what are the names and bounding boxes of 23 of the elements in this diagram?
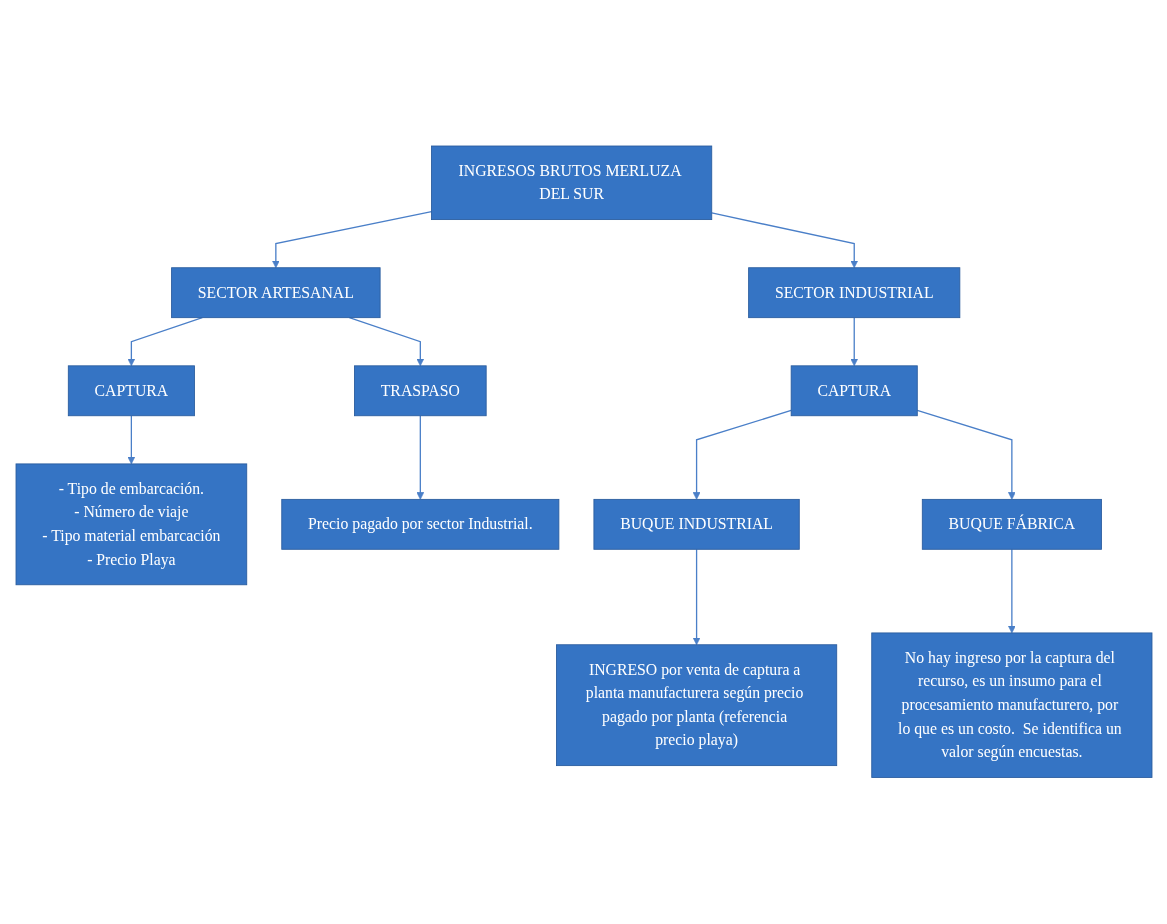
arrow <box>692 548 700 646</box>
node-box: CAPTURA <box>790 365 918 417</box>
node-box: INGRESOS BRUTOS MERLUZA DEL SUR <box>430 145 712 221</box>
arrow <box>849 317 858 367</box>
node-box: BUQUE FÁBRICA <box>921 499 1102 551</box>
node-box: INGRESO por venta de captura a planta manufacturera según precio pagado por planta (referencia precio playa) <box>555 644 837 767</box>
node-box: SECTOR INDUSTRIAL <box>747 267 960 319</box>
arrow <box>415 415 424 500</box>
node-box: - Tipo de embarcación. - Número de viaje - Tipo material embarcación - Precio Playa <box>15 463 247 586</box>
node-box: No hay ingreso por la captura del recurso, es un insumo para el procesamiento manufacturero, por lo que es un costo. Se identifica un valor según encuestas. <box>870 632 1152 779</box>
arrow <box>710 212 858 269</box>
arrow <box>127 317 203 367</box>
arrow <box>127 415 135 465</box>
node-box: Precio pagado por sector Industrial. <box>280 499 559 551</box>
arrow <box>348 317 424 367</box>
node-box: TRASPASO <box>353 365 487 417</box>
node-box: SECTOR ARTESANAL <box>170 267 381 319</box>
arrow <box>1007 548 1016 634</box>
arrow <box>692 410 792 500</box>
node-box: BUQUE INDUSTRIAL <box>592 499 800 551</box>
arrow <box>916 410 1016 500</box>
arrow <box>271 211 432 269</box>
node-box: CAPTURA <box>67 365 195 417</box>
